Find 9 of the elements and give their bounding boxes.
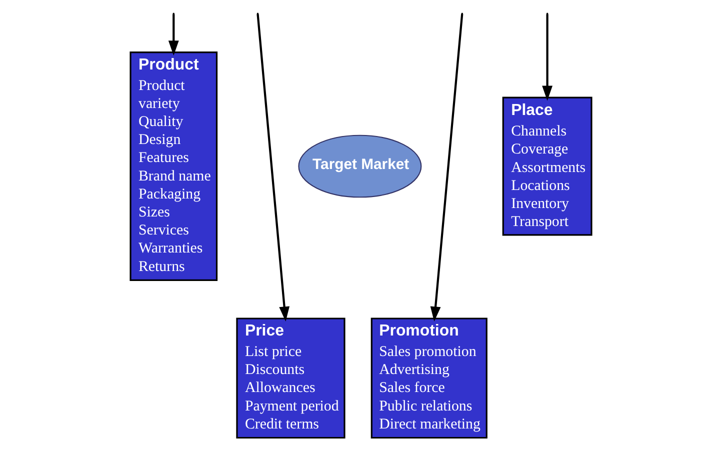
arrow	[430, 14, 464, 322]
arrow	[542, 14, 553, 100]
arrow	[256, 14, 290, 322]
node-box: Place Channels Coverage Assortments Locations Inventory Transport	[502, 96, 592, 236]
node-ellipse: Target Market	[298, 134, 422, 198]
node-box: Product Product variety Quality Design Features Brand name Packaging Sizes Services Warranties Returns	[130, 51, 218, 280]
node-box: Price List price Discounts Allowances Payment period Credit terms	[236, 317, 346, 438]
node-box: Promotion Sales promotion Advertising Sales force Public relations Direct marketing	[370, 317, 488, 438]
arrow	[168, 14, 179, 56]
